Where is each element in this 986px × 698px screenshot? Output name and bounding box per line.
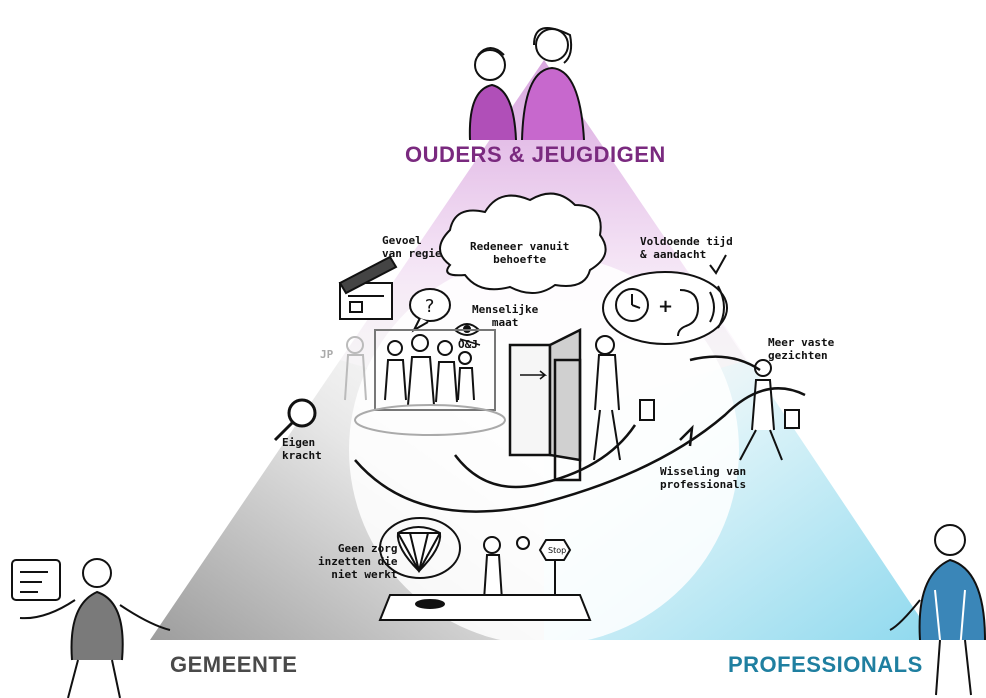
- question-mark: ?: [424, 296, 435, 317]
- label-voldoende-line2: & aandacht: [640, 248, 707, 261]
- plus-sign: +: [658, 296, 673, 317]
- label-menselijke-line2: maat: [491, 316, 519, 329]
- corner-label-gemeente: GEMEENTE: [170, 652, 298, 677]
- label-wisseling-line2: professionals: [660, 478, 747, 491]
- label-redeneer-line1: Redeneer vanuit: [470, 240, 570, 253]
- tijd-aandacht-bubble: [602, 254, 728, 345]
- question-bubble: [409, 288, 451, 333]
- pointer-arrows: [459, 338, 548, 380]
- label-vaste-line1: Meer vaste: [768, 336, 835, 349]
- label-eigen-kracht: Eigen kracht: [282, 436, 322, 462]
- label-jp: JP: [320, 348, 334, 361]
- label-voldoende: Voldoende tijd & aandacht: [640, 235, 733, 261]
- label-vaste-gezichten: Meer vaste gezichten: [768, 336, 834, 362]
- label-geen-line3: niet werkt: [331, 568, 398, 581]
- redeneer-cloud: [439, 192, 607, 294]
- floor-platform: [378, 594, 592, 621]
- label-wisseling-line1: Wisseling van: [660, 465, 747, 478]
- label-geen-line1: Geen zorg: [337, 542, 398, 555]
- label-gevoel-regie: Gevoel van regie: [382, 234, 442, 260]
- professional-person-illustration: [889, 524, 986, 696]
- label-eigen-line2: kracht: [282, 449, 322, 462]
- label-vaste-line2: gezichten: [768, 349, 828, 362]
- door-illustration: [508, 327, 582, 482]
- label-menselijke-maat: Menselijke maat: [472, 303, 538, 329]
- gemeente-person-illustration: [11, 558, 171, 698]
- flow-arrow: [354, 355, 806, 513]
- parents-youth-illustration: [468, 26, 585, 141]
- professionals-walking: [593, 335, 800, 461]
- corner-label-professionals: PROFESSIONALS: [728, 652, 923, 677]
- corner-label-ouders: OUDERS & JEUGDIGEN: [405, 142, 666, 167]
- label-menselijke-line1: Menselijke: [472, 303, 539, 316]
- label-geen-line2: inzetten die: [318, 555, 398, 568]
- label-redeneer: Redeneer vanuit behoefte: [470, 240, 569, 266]
- jp-figure: [344, 336, 367, 401]
- oj-group-illustration: [354, 329, 506, 436]
- label-oj: O&J: [458, 338, 478, 351]
- label-wisseling: Wisseling van professionals: [660, 465, 746, 491]
- clapperboard-icon: [338, 255, 398, 320]
- magnifier-icon: [273, 398, 317, 442]
- label-geen-zorg: Geen zorg inzetten die niet werkt: [318, 542, 397, 581]
- label-gevoel-line2: van regie: [382, 247, 442, 260]
- label-redeneer-line2: behoefte: [493, 253, 547, 266]
- label-gevoel-line1: Gevoel: [382, 234, 422, 247]
- diamond-icon: [379, 517, 461, 579]
- stop-sign-text: Stop: [548, 546, 566, 555]
- label-eigen-line1: Eigen: [282, 436, 316, 449]
- label-voldoende-line1: Voldoende tijd: [640, 235, 733, 248]
